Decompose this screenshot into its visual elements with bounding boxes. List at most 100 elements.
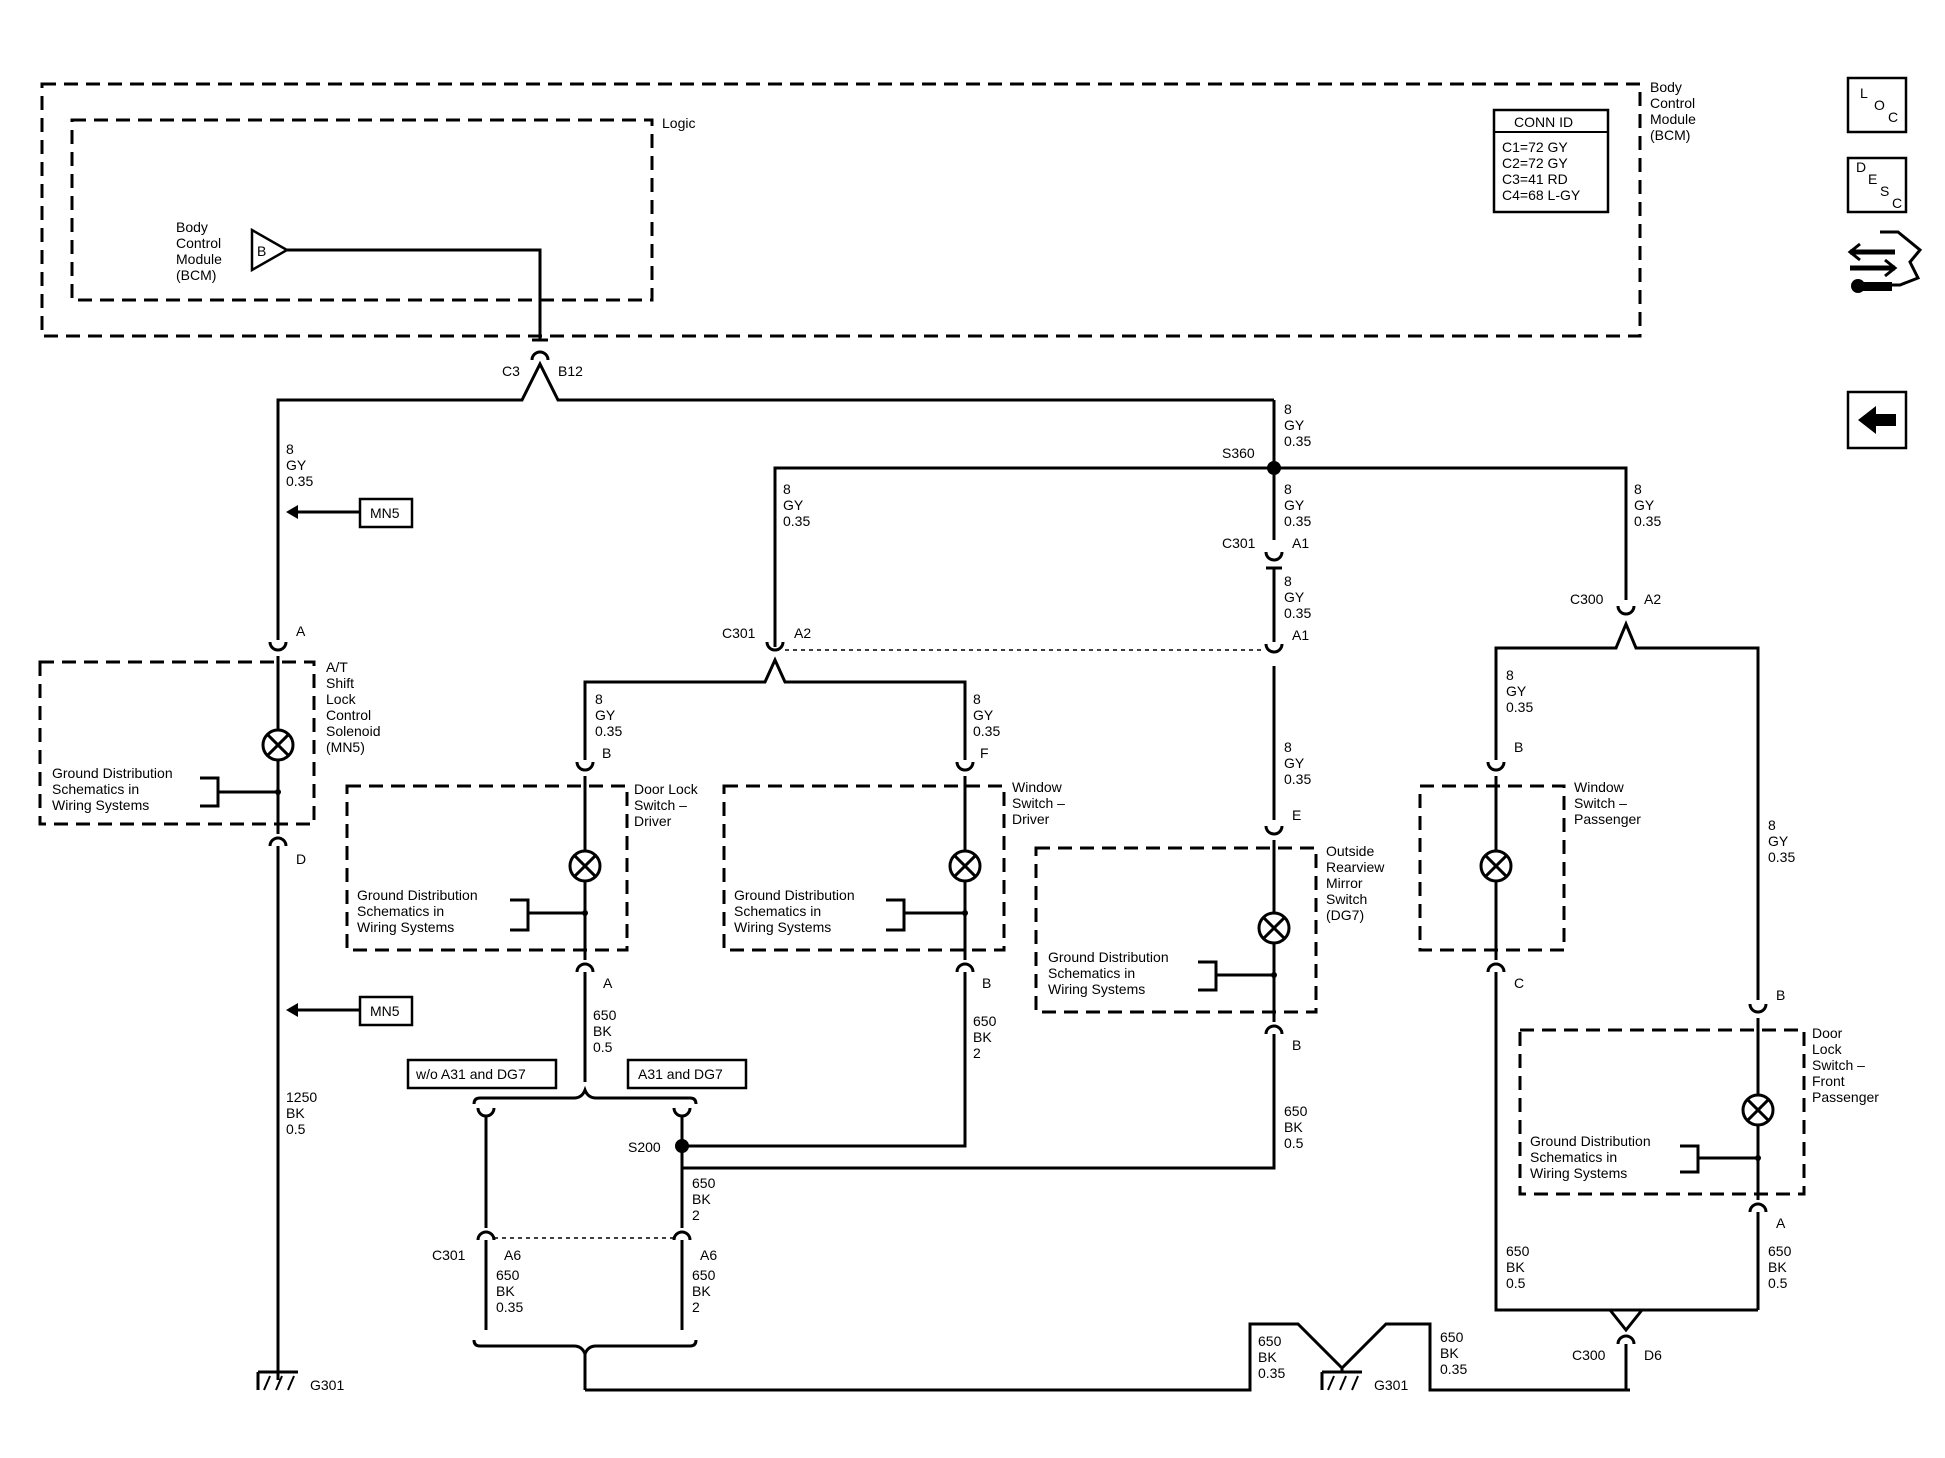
svg-text:S200: S200 (628, 1139, 661, 1155)
logic-boundary (70, 118, 654, 302)
svg-text:E: E (1292, 807, 1301, 823)
door-lock-passenger-box (1518, 1028, 1806, 1196)
conn-id-header: CONN ID (1514, 114, 1573, 130)
svg-text:650 BK 0.5: 650 BK 0.5 (1506, 1243, 1533, 1291)
svg-text:8 GY 0.35: 8 GY 0.35 (595, 691, 622, 739)
module-title: Body Control Module (BCM) (1650, 79, 1700, 143)
svg-text:w/o A31 and DG7: w/o A31 and DG7 (415, 1066, 526, 1082)
bcm-output-symbol (250, 227, 290, 273)
svg-text:Ground Distribution Schema: Ground Distribution Schematics in Wiring… (357, 887, 482, 935)
connector-wrench-icon[interactable] (1847, 230, 1923, 293)
bcm-inner-label: Body Control Module (BCM) (176, 219, 226, 283)
svg-text:B: B (1514, 739, 1523, 755)
svg-text:650 BK 2: 650 BK 2 (692, 1267, 719, 1315)
svg-text:8 GY 0.35: 8 GY 0.35 (1284, 739, 1311, 787)
svg-text:C: C (1892, 195, 1902, 211)
wire-label-left: 8 GY 0.35 (286, 441, 313, 489)
window-passenger-label: Window Switch – Passenger (1574, 779, 1641, 827)
svg-text:A1: A1 (1292, 627, 1309, 643)
loc-button[interactable]: L O C (1846, 76, 1908, 134)
door-lock-passenger-lamp (1741, 1093, 1775, 1127)
bcm-output-letter: B (257, 243, 266, 259)
svg-text:C301: C301 (432, 1247, 466, 1263)
window-driver-box (722, 784, 1006, 952)
svg-text:8 GY 0.35: 8 GY 0.35 (1284, 573, 1311, 621)
connector-b12: B12 (558, 363, 583, 379)
svg-text:C301: C301 (722, 625, 756, 641)
option-without-a31-dg7[interactable] (406, 1058, 558, 1090)
svg-text:Ground Distribution Schema: Ground Distribution Schematics in Wiring… (1530, 1133, 1655, 1181)
svg-text:A6: A6 (700, 1247, 717, 1263)
svg-text:B: B (982, 975, 991, 991)
svg-text:L: L (1860, 85, 1868, 101)
svg-text:650 BK 0.35: 650 BK 0.35 (496, 1267, 523, 1315)
svg-text:B: B (1292, 1037, 1301, 1053)
back-button[interactable] (1846, 390, 1908, 450)
window-passenger-lamp (1479, 849, 1513, 883)
bcm-module-boundary (40, 82, 1642, 338)
svg-text:A31 and DG7: A31 and DG7 (638, 1066, 723, 1082)
svg-text:F: F (980, 745, 989, 761)
shift-lock-solenoid-box (38, 660, 316, 826)
svg-text:O: O (1874, 97, 1885, 113)
svg-text:8 GY 0.35: 8 GY 0.35 (1284, 481, 1311, 529)
svg-text:8 GY 0.35: 8 GY 0.35 (1634, 481, 1661, 529)
svg-text:D: D (296, 851, 306, 867)
desc-button[interactable]: D E S C (1846, 156, 1908, 214)
conn-id-list: C1=72 GY C2=72 GY C3=41 RD C4=68 L-GY (1502, 139, 1581, 203)
logic-label: Logic (662, 115, 695, 131)
svg-text:A: A (603, 975, 613, 991)
door-lock-driver-lamp (568, 849, 602, 883)
svg-text:A: A (296, 623, 306, 639)
svg-text:650 BK 0.5: 650 BK 0.5 (593, 1007, 620, 1055)
wire-label-top-right: 8 GY 0.35 (1284, 401, 1311, 449)
svg-text:B: B (602, 745, 611, 761)
wire-label-1250: 1250 BK 0.5 (286, 1089, 321, 1137)
conn-id-box (1492, 108, 1610, 214)
svg-text:G301: G301 (1374, 1377, 1408, 1393)
svg-text:G301: G301 (310, 1377, 344, 1393)
svg-text:A6: A6 (504, 1247, 521, 1263)
splice-s360-label: S360 (1222, 445, 1255, 461)
window-driver-lamp (948, 849, 982, 883)
ground-ref-shift-lock: Ground Distribution Schematics in Wiring… (52, 765, 177, 813)
svg-text:650 BK 2: 650 BK 2 (973, 1013, 1000, 1061)
option-mn5-bottom[interactable] (358, 995, 414, 1027)
svg-text:C: C (1514, 975, 1524, 991)
svg-text:8 GY 0.35: 8 GY 0.35 (1768, 817, 1795, 865)
wire-label-driver: 8 GY 0.35 (783, 481, 810, 529)
svg-text:A2: A2 (1644, 591, 1661, 607)
window-driver-label: Window Switch – Driver (1012, 779, 1069, 827)
svg-text:D: D (1856, 159, 1866, 175)
svg-text:C300: C300 (1572, 1347, 1606, 1363)
svg-text:A2: A2 (794, 625, 811, 641)
door-lock-driver-box (345, 784, 629, 952)
ground-g301-right (1320, 1370, 1364, 1392)
svg-text:650 BK 0.5: 650 BK 0.5 (1768, 1243, 1795, 1291)
option-mn5-top[interactable] (358, 497, 414, 529)
svg-text:B: B (1776, 987, 1785, 1003)
shift-lock-solenoid-label: A/T Shift Lock Control Solenoid (MN5) (326, 659, 384, 755)
svg-text:650 BK 0.35: 650 BK 0.35 (1440, 1329, 1467, 1377)
door-lock-driver-label: Door Lock Switch – Driver (634, 781, 702, 829)
svg-text:E: E (1868, 171, 1877, 187)
window-passenger-box (1418, 784, 1566, 952)
svg-text:650 BK 0.35: 650 BK 0.35 (1258, 1333, 1285, 1381)
svg-text:Ground Distribution Schema: Ground Distribution Schematics in Wiring… (1048, 949, 1173, 997)
svg-text:Ground Distribution Schema: Ground Distribution Schematics in Wiring… (734, 887, 859, 935)
svg-text:C: C (1888, 109, 1898, 125)
door-lock-passenger-label: Door Lock Switch – Front Passenger (1812, 1025, 1879, 1105)
svg-text:S: S (1880, 183, 1889, 199)
mirror-switch-label: Outside Rearview Mirror Switch (DG7) (1326, 843, 1388, 923)
shift-lock-solenoid-lamp (261, 728, 295, 762)
svg-text:650 BK 2: 650 BK 2 (692, 1175, 719, 1223)
svg-text:C301: C301 (1222, 535, 1256, 551)
svg-text:A: A (1776, 1215, 1786, 1231)
option-with-a31-dg7[interactable] (626, 1058, 748, 1090)
connector-c3: C3 (502, 363, 520, 379)
svg-text:650 BK 0.5: 650 BK 0.5 (1284, 1103, 1311, 1151)
svg-text:D6: D6 (1644, 1347, 1662, 1363)
svg-text:C300: C300 (1570, 591, 1604, 607)
svg-text:8 GY 0.35: 8 GY 0.35 (1506, 667, 1533, 715)
